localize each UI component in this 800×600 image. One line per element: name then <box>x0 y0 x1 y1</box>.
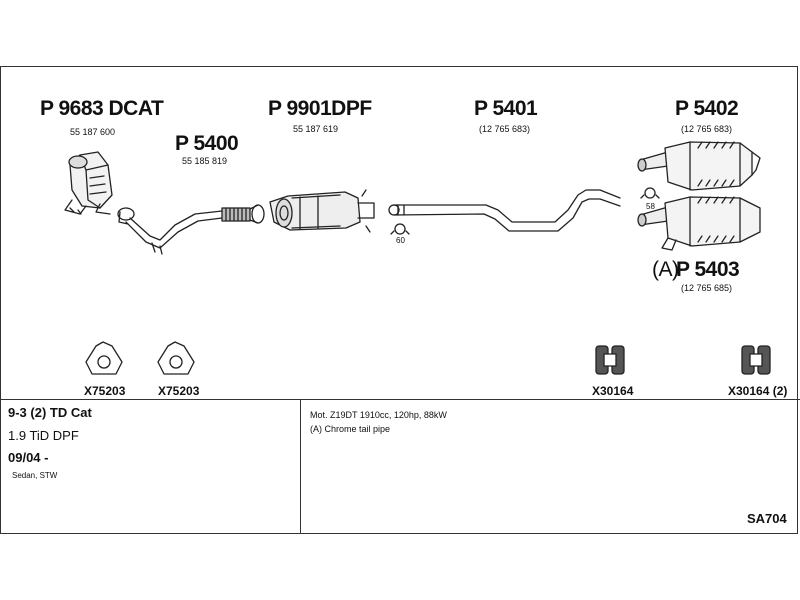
part-number-p5401[interactable]: P 5401 <box>474 97 538 120</box>
part-ref-p9683: 55 187 600 <box>70 127 116 137</box>
part-number-p9901[interactable]: P 9901DPF <box>268 97 372 120</box>
vehicle-date: 09/04 - <box>8 450 49 465</box>
rear-silencer-chrome-icon[interactable] <box>637 196 761 251</box>
mount-code-right[interactable]: X30164 (2) <box>728 384 788 398</box>
clamp-icon[interactable] <box>640 187 660 199</box>
gasket-code-right[interactable]: X75203 <box>158 384 200 398</box>
vehicle-body: Sedan, STW <box>12 471 58 480</box>
part-ref-p5400: 55 185 819 <box>182 156 228 166</box>
rubber-mount-icon[interactable] <box>595 345 625 375</box>
clamp-58-label: 58 <box>646 202 655 211</box>
clamp-icon[interactable] <box>390 223 410 235</box>
diagram-frame <box>0 66 798 534</box>
part-ref-p5402: (12 765 683) <box>681 124 733 134</box>
catalytic-converter-icon[interactable] <box>64 151 113 215</box>
clamp-60-label: 60 <box>396 236 405 245</box>
intermediate-pipe-icon[interactable] <box>388 189 621 232</box>
chrome-note: (A) Chrome tail pipe <box>310 424 391 434</box>
gasket-code-left[interactable]: X75203 <box>84 384 126 398</box>
motor-note: Mot. Z19DT 1910cc, 120hp, 88kW <box>310 410 447 420</box>
vehicle-model: 9-3 (2) TD Cat <box>8 405 92 420</box>
vehicle-engine: 1.9 TiD DPF <box>8 428 79 443</box>
part-number-p5400[interactable]: P 5400 <box>175 132 239 155</box>
section-divider <box>0 399 800 400</box>
part-ref-p9901: 55 187 619 <box>293 124 339 134</box>
part-number-p5403[interactable]: P 5403 <box>676 258 740 281</box>
variant-marker-a: (A) <box>652 258 679 281</box>
dpf-filter-icon[interactable] <box>269 189 375 233</box>
rubber-mount-icon[interactable] <box>741 345 771 375</box>
front-pipe-icon[interactable] <box>117 204 265 255</box>
flange-gasket-icon[interactable] <box>85 341 123 375</box>
rear-silencer-icon[interactable] <box>637 141 761 191</box>
part-number-p5402[interactable]: P 5402 <box>675 97 739 120</box>
part-ref-p5401: (12 765 683) <box>479 124 531 134</box>
part-ref-p5403: (12 765 685) <box>681 283 733 293</box>
diagram-code: SA704 <box>747 511 787 526</box>
info-divider <box>300 400 301 534</box>
flange-gasket-icon[interactable] <box>157 341 195 375</box>
mount-code-left[interactable]: X30164 <box>592 384 634 398</box>
part-number-p9683[interactable]: P 9683 DCAT <box>40 97 164 120</box>
